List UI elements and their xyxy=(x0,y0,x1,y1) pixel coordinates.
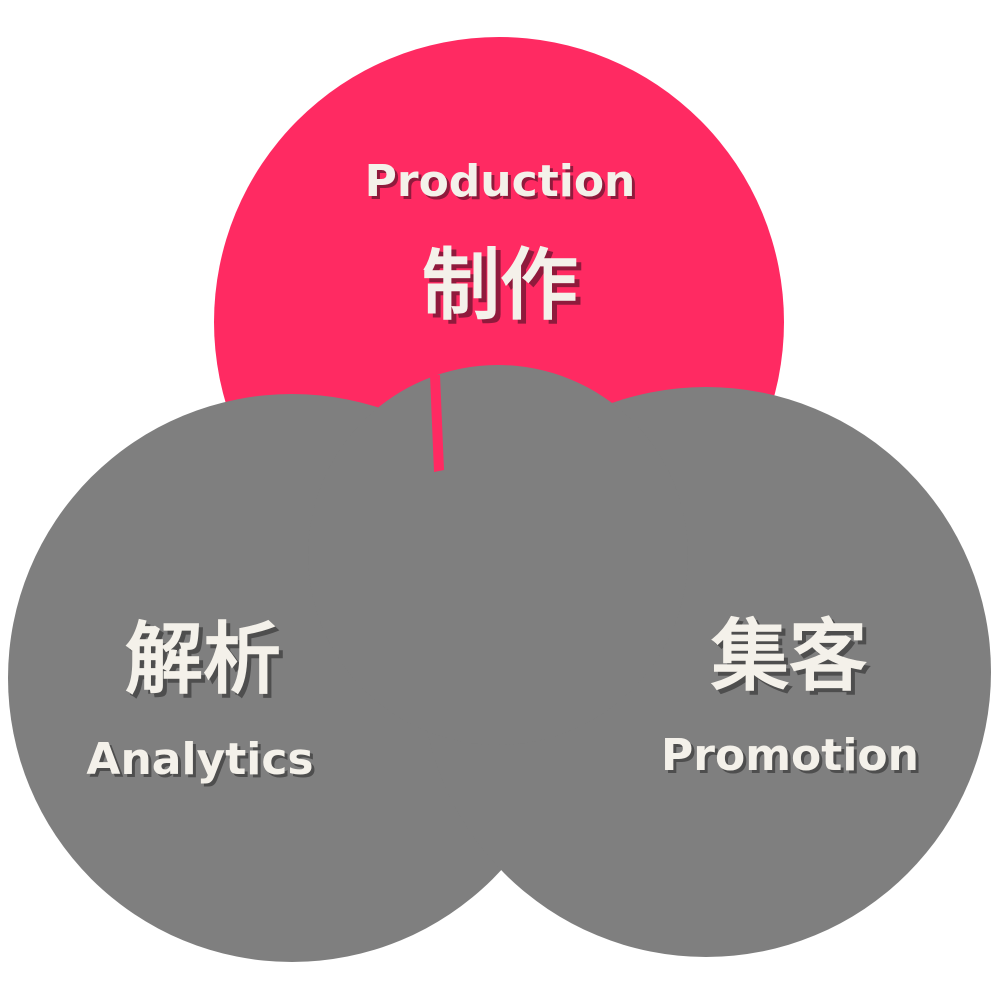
promotion-label-jp-shadow: 集客 xyxy=(714,616,871,706)
production-label-jp: 制作 xyxy=(422,241,578,331)
analytics-label-en-shadow: Analytics xyxy=(89,737,316,788)
analytics-label-jp: 解析 xyxy=(125,615,281,705)
center-overlap xyxy=(308,365,688,745)
production-label-en: Production xyxy=(365,156,636,207)
promotion-label-en-shadow: Promotion xyxy=(664,733,922,784)
promotion-label-en: Promotion xyxy=(661,730,919,781)
analytics-label-en: Analytics xyxy=(86,734,313,785)
production-label-jp-shadow: 制作 xyxy=(427,245,583,335)
analytics-label-jp-shadow: 解析 xyxy=(129,619,285,709)
promotion-label-jp: 集客 xyxy=(710,612,867,702)
center-divider-mark xyxy=(430,375,444,472)
production-label-en-shadow: Production xyxy=(368,159,639,210)
